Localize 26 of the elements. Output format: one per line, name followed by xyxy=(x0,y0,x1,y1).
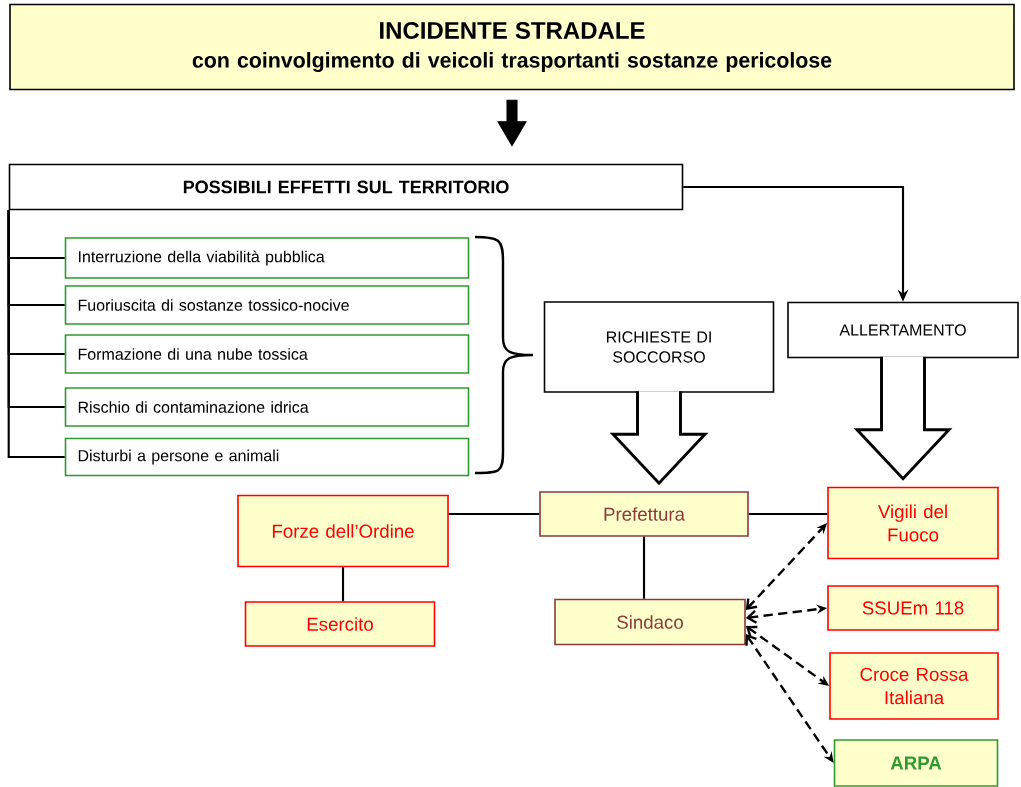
title-banner: INCIDENTE STRADALE con coinvolgimento di veicoli trasportanti sostanze pericolose xyxy=(9,3,1015,91)
callout-box: RICHIESTE DI SOCCORSO xyxy=(543,301,775,393)
agency-box: ARPA xyxy=(833,739,999,787)
dashed-arrow xyxy=(745,634,834,763)
arrow xyxy=(497,99,527,147)
connector-line xyxy=(748,512,828,516)
connector-line xyxy=(448,512,540,516)
connector-line xyxy=(7,210,65,459)
effect-box: Disturbi a persone e animali xyxy=(64,437,470,477)
agency-box: Vigili del Fuoco xyxy=(827,486,999,560)
connector-line xyxy=(642,536,646,599)
agency-box: Esercito xyxy=(244,601,436,647)
agency-box: SSUEm 118 xyxy=(827,585,999,631)
effect-box: Rischio di contaminazione idrica xyxy=(64,387,470,427)
effect-box: Fuoriuscita di sostanze tossico-nocive xyxy=(64,285,470,325)
callout-box: ALLERTAMENTO xyxy=(787,301,1019,359)
agency-box: Croce Rossa Italiana xyxy=(829,652,999,720)
authority-box: Sindaco xyxy=(554,598,746,646)
block-arrow xyxy=(609,389,709,486)
authority-box: Prefettura xyxy=(539,491,749,537)
effect-box: Interruzione della viabilità pubblica xyxy=(64,237,470,279)
block-arrow xyxy=(853,355,953,481)
agency-box: Forze dell’Ordine xyxy=(237,494,449,568)
header-box: POSSIBILI EFFETTI SUL TERRITORIO xyxy=(8,163,684,211)
connector-line xyxy=(341,567,345,602)
effect-box: Formazione di una nube tossica xyxy=(64,334,470,374)
